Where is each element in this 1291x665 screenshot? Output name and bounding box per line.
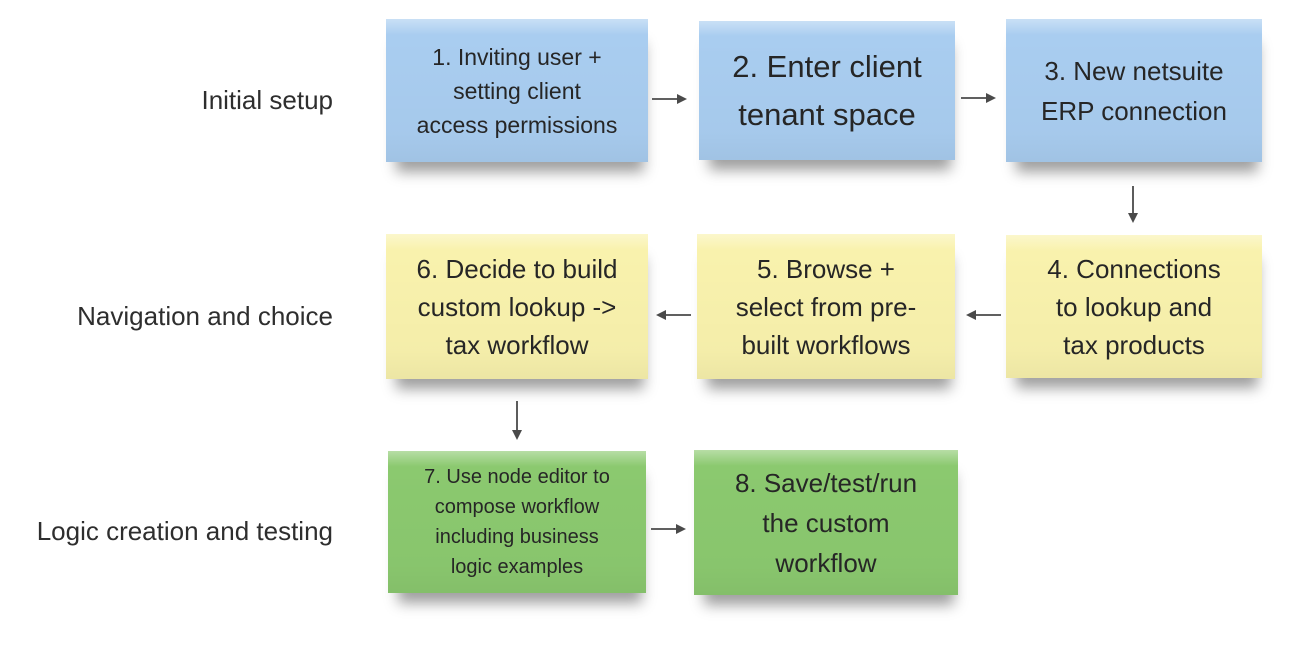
- sticky-note-7[interactable]: 7. Use node editor to compose workflow i…: [388, 451, 646, 593]
- row-label-initial-setup: Initial setup: [201, 85, 333, 115]
- sticky-note-3[interactable]: 3. New netsuite ERP connection: [1006, 19, 1262, 162]
- sticky-note-1[interactable]: 1. Inviting user + setting client access…: [386, 19, 648, 162]
- sticky-note-5[interactable]: 5. Browse + select from pre- built workf…: [697, 234, 955, 379]
- sticky-note-8[interactable]: 8. Save/test/run the custom workflow: [694, 450, 958, 595]
- sticky-note-4[interactable]: 4. Connections to lookup and tax product…: [1006, 235, 1262, 378]
- sticky-note-2[interactable]: 2. Enter client tenant space: [699, 21, 955, 160]
- row-label-navigation-and-choice: Navigation and choice: [77, 301, 333, 331]
- sticky-note-6[interactable]: 6. Decide to build custom lookup -> tax …: [386, 234, 648, 379]
- row-label-logic-creation-and-testing: Logic creation and testing: [36, 516, 333, 546]
